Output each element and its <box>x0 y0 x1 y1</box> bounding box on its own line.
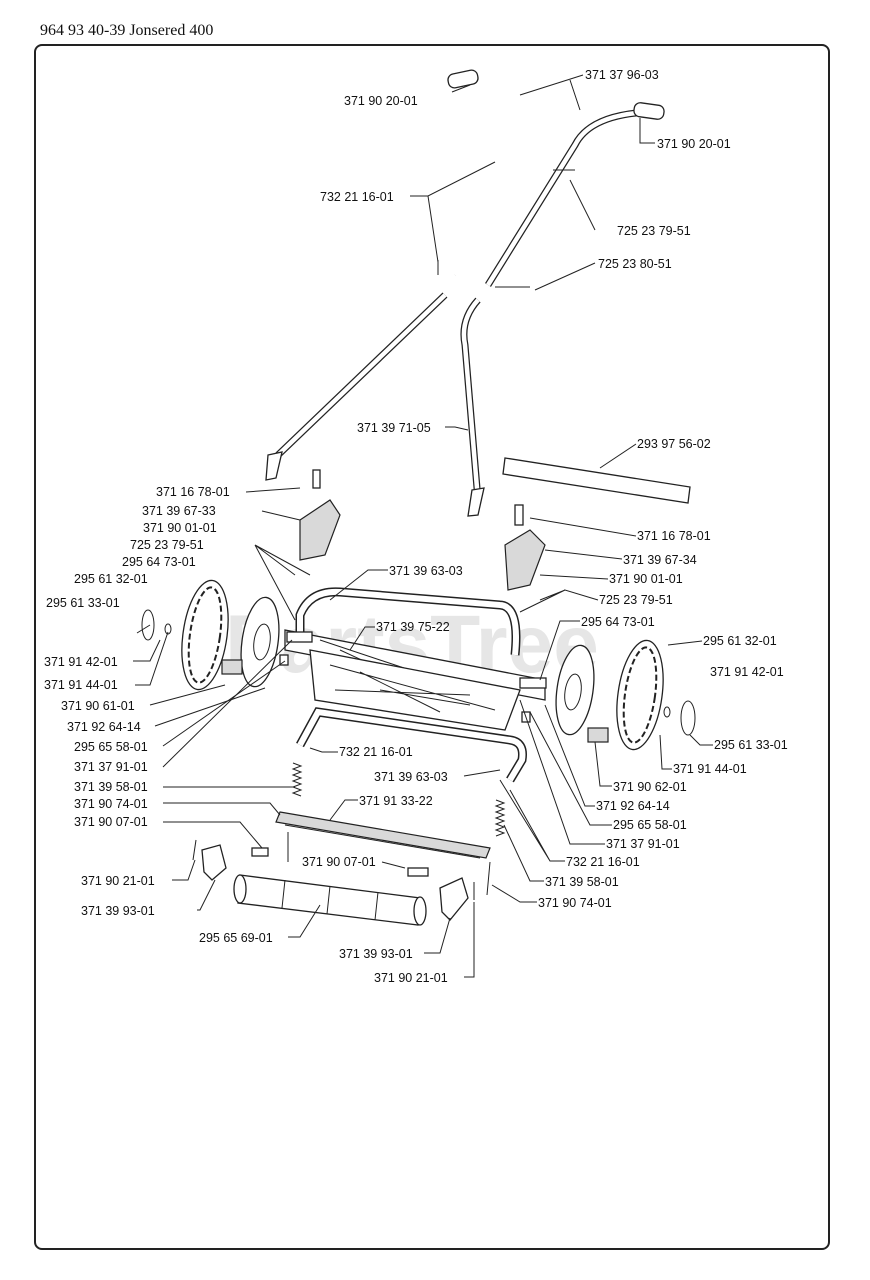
part-label: 371 37 96-03 <box>585 68 659 82</box>
part-label: 371 92 64-14 <box>596 799 670 813</box>
part-label: 371 39 75-22 <box>376 620 450 634</box>
part-label: 371 16 78-01 <box>156 485 230 499</box>
part-label: 371 39 67-33 <box>142 504 216 518</box>
part-label: 371 39 58-01 <box>545 875 619 889</box>
part-label: 371 90 74-01 <box>74 797 148 811</box>
bed-knife <box>275 811 491 859</box>
part-label: 371 90 20-01 <box>344 94 418 108</box>
part-label: 732 21 16-01 <box>339 745 413 759</box>
part-label: 371 90 21-01 <box>374 971 448 985</box>
part-label: 371 39 58-01 <box>74 780 148 794</box>
part-label: 293 97 56-02 <box>637 437 711 451</box>
part-label: 371 90 07-01 <box>302 855 376 869</box>
part-label: 732 21 16-01 <box>566 855 640 869</box>
part-label: 295 65 69-01 <box>199 931 273 945</box>
part-label: 295 65 58-01 <box>613 818 687 832</box>
part-label: 371 39 63-03 <box>389 564 463 578</box>
part-label: 371 90 07-01 <box>74 815 148 829</box>
upper-handle <box>447 69 665 287</box>
part-label: 725 23 79-51 <box>617 224 691 238</box>
right-grip <box>633 102 665 120</box>
leader-lines <box>133 74 713 978</box>
part-label: 295 64 73-01 <box>122 555 196 569</box>
part-label: 371 91 42-01 <box>44 655 118 669</box>
part-label: 371 37 91-01 <box>74 760 148 774</box>
part-labels: 371 37 96-03 371 90 20-01 371 90 20-01 7… <box>44 68 788 985</box>
part-label: 371 90 01-01 <box>143 521 217 535</box>
part-label: 295 61 32-01 <box>74 572 148 586</box>
part-label: 295 64 73-01 <box>581 615 655 629</box>
right-side-plate <box>504 529 546 591</box>
part-label: 371 91 44-01 <box>673 762 747 776</box>
left-wheel <box>141 579 313 691</box>
part-label: 725 23 80-51 <box>598 257 672 271</box>
part-label: 371 37 91-01 <box>606 837 680 851</box>
part-label: 371 90 01-01 <box>609 572 683 586</box>
left-side-plate <box>299 499 341 561</box>
rear-roller <box>233 874 427 926</box>
part-label: 371 90 61-01 <box>61 699 135 713</box>
part-label: 732 21 16-01 <box>320 190 394 204</box>
part-label: 371 39 71-05 <box>357 421 431 435</box>
part-label: 295 61 33-01 <box>714 738 788 752</box>
diagram-frame <box>34 44 830 1250</box>
part-label: 295 65 58-01 <box>74 740 148 754</box>
part-label: 371 16 78-01 <box>637 529 711 543</box>
part-label: 725 23 79-51 <box>599 593 673 607</box>
part-label: 295 61 33-01 <box>46 596 120 610</box>
part-label: 371 90 62-01 <box>613 780 687 794</box>
part-label: 371 91 42-01 <box>710 665 784 679</box>
part-label: 725 23 79-51 <box>130 538 204 552</box>
reel-assembly <box>284 629 546 731</box>
blade-bar <box>502 457 691 504</box>
part-label: 371 91 33-22 <box>359 794 433 808</box>
lower-handle <box>265 292 485 517</box>
right-wheel <box>519 639 696 751</box>
part-label: 371 39 93-01 <box>339 947 413 961</box>
part-label: 371 39 67-34 <box>623 553 697 567</box>
part-label: 371 39 63-03 <box>374 770 448 784</box>
left-grip <box>447 69 479 89</box>
part-label: 371 90 20-01 <box>657 137 731 151</box>
part-label: 371 90 74-01 <box>538 896 612 910</box>
part-label: 371 91 44-01 <box>44 678 118 692</box>
part-label: 371 39 93-01 <box>81 904 155 918</box>
part-label: 371 92 64-14 <box>67 720 141 734</box>
part-label: 295 61 32-01 <box>703 634 777 648</box>
page-title: 964 93 40-39 Jonsered 400 <box>40 22 214 39</box>
part-label: 371 90 21-01 <box>81 874 155 888</box>
